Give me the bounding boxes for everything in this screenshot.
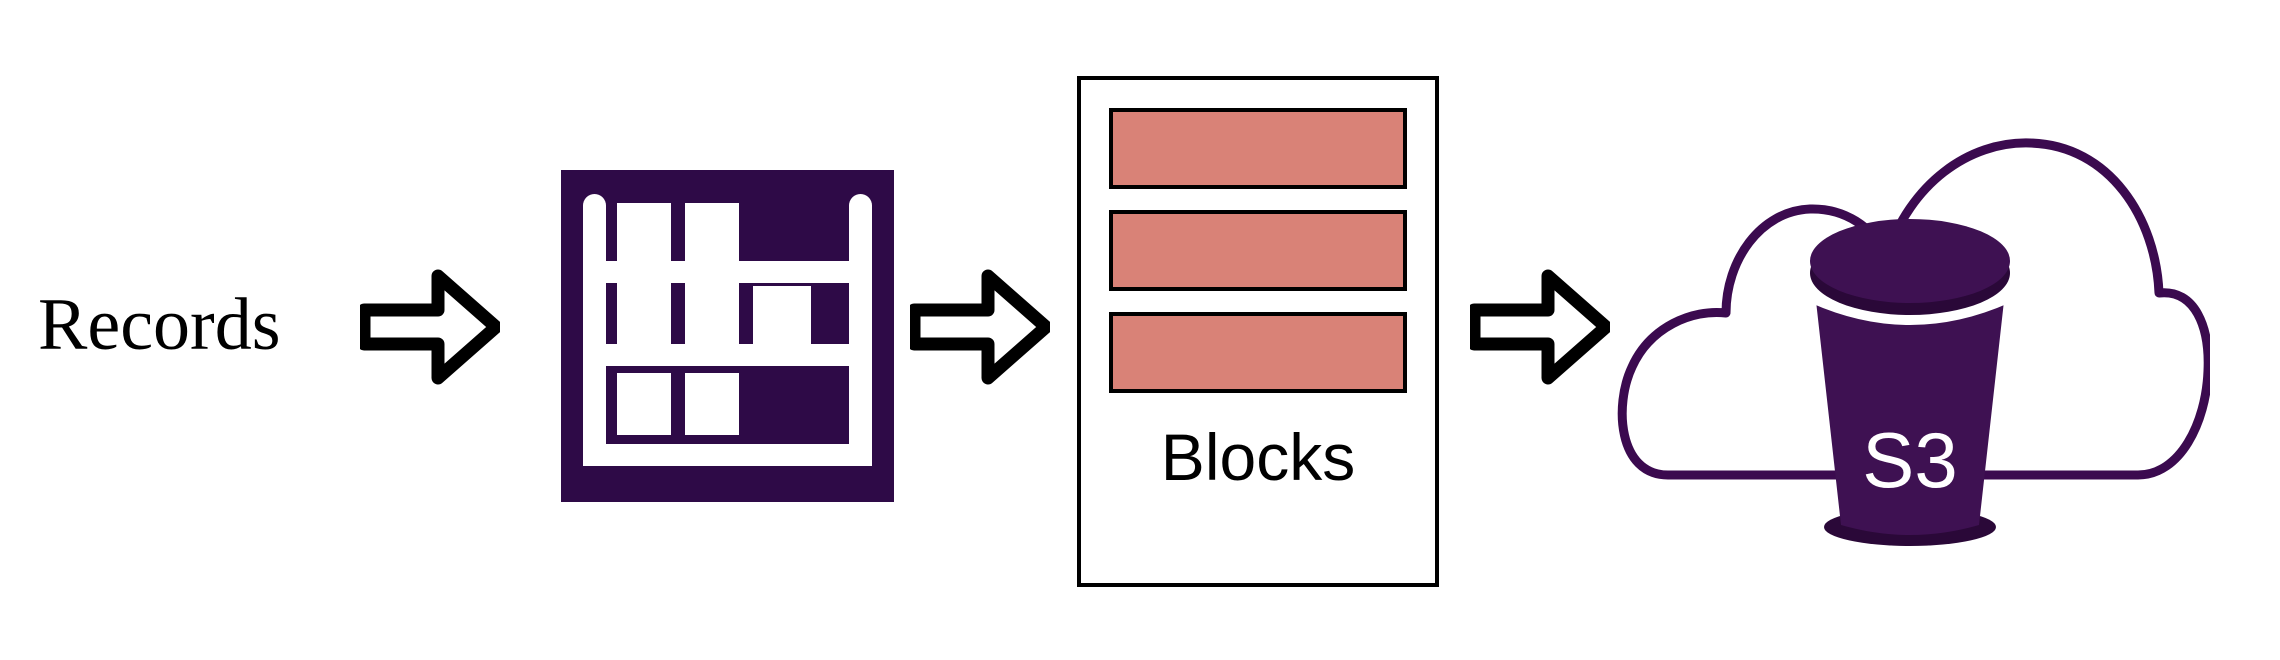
blocks-panel: Blocks: [1077, 76, 1439, 587]
arrow-table-to-blocks: [910, 268, 1050, 386]
shelf-rack-icon: [561, 170, 894, 502]
block-bar: [1109, 210, 1407, 291]
bucket-body: [1816, 301, 2004, 535]
block-bar: [1109, 312, 1407, 393]
s3-label: S3: [1862, 416, 1957, 504]
block-bar: [1109, 108, 1407, 189]
blocks-stack: [1109, 108, 1407, 393]
arrow-records-to-table: [360, 268, 500, 386]
blocks-caption: Blocks: [1160, 420, 1356, 494]
bucket-lid: [1810, 219, 2010, 303]
cloud-bucket-icon: S3: [1610, 75, 2210, 555]
arrow-blocks-to-s3: [1470, 268, 1610, 386]
bucket-lid-gap: [1811, 285, 2009, 325]
records-label: Records: [38, 284, 281, 366]
